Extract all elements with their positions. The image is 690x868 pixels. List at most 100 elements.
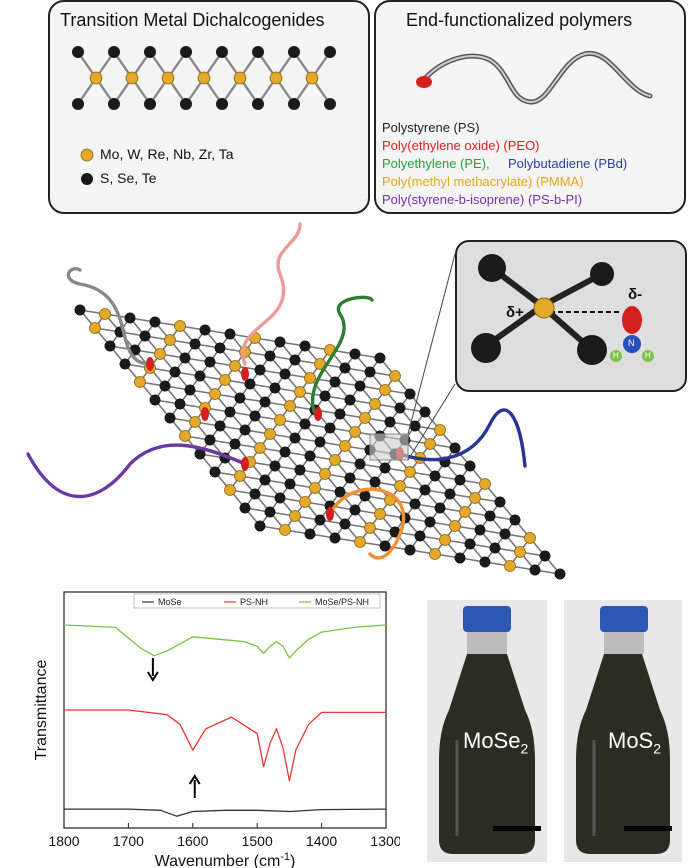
chalcogen-atom [209,466,221,478]
metal-atom [479,478,491,490]
metal-atom [429,548,441,560]
x-tick-label: 1600 [177,833,208,849]
polymer-ps-b-pi: Poly(styrene-b-isoprene) (PS-b-PI) [382,192,583,207]
chalcogen-atom [529,564,541,576]
chalcogen-atom [164,412,176,424]
chalcogen-atom [474,524,486,536]
chalcogen-atom [494,496,506,508]
nitrogen-label: N [628,338,635,348]
tmd-lattice-illustration [72,46,336,110]
chalcogen-atom [314,514,326,526]
chalcogen-atom [279,368,291,380]
chalcogen-atom [124,312,136,324]
chalcogen-atom [294,464,306,476]
chalcogen-atom [454,552,466,564]
chalcogen-atom [119,358,131,370]
chalcogen-atom [104,340,116,352]
ps-chain [66,267,152,366]
metal-atom [504,560,516,572]
mose2-dispersion-photo: MoSe2 [427,600,547,862]
chalcogen-atom [379,540,391,552]
chalcogen-atom [419,406,431,418]
chalcogen-atom [189,338,201,350]
polymer-panel-title: End-functionalized polymers [406,10,633,30]
metal-atom [209,388,221,400]
metal-atom [389,370,401,382]
chalcogen-atom [354,458,366,470]
metal-atom [309,482,321,494]
chalcogen-atom [269,460,281,472]
chalcogen-atom [359,490,371,502]
metal-atom [164,334,176,346]
chalcogen-atom [409,498,421,510]
metal-atom [174,320,186,332]
metal-atom [434,424,446,436]
metal-atom [449,520,461,532]
chalcogen-atom [434,502,446,514]
chalcogen-atom [304,528,316,540]
chalcogen-atom [264,350,276,362]
chalcogen-atom [249,488,261,500]
x-tick-label: 1400 [306,833,337,849]
zoom-line-bottom [407,383,456,461]
chalcogen-atom [449,442,461,454]
mos2-label: MoS2 [608,728,662,757]
chalcogen-atom [404,544,416,556]
x-tick-label: 1700 [113,833,144,849]
annotation-arrow-down-head [147,671,159,682]
chalcogen-atom [324,422,336,434]
chalcogen-atom [169,366,181,378]
mos2-bottle-illustration [564,600,682,862]
chalcogen-atom [464,460,476,472]
chalcogen-atom [339,518,351,530]
metal-atom [369,398,381,410]
chalcogen-atom [384,416,396,428]
x-axis-label: Wavenumber (cm-1) [155,851,296,868]
chalcogen-atom [289,354,301,366]
metal-atom [289,510,301,522]
legend-label-2: MoSe/PS-NH [315,597,369,607]
metal-atom-icon [80,148,94,162]
chalcogen-atom [479,556,491,568]
chalcogen-atom [499,528,511,540]
chalcogen-atom [249,410,261,422]
metal-atom [459,506,471,518]
series-line-0 [64,808,387,817]
metal-atom [229,360,241,372]
chalcogen-atom [304,450,316,462]
metal-atom [189,416,201,428]
metal-atom [179,430,191,442]
polymer-pbd: Polybutadiene (PBd) [508,156,628,171]
chalcogen-atom [269,382,281,394]
chalcogen-atom [149,316,161,328]
mos2-dispersion-photo: MoS2 [564,600,682,862]
metal-atom [339,440,351,452]
metal-atom [329,454,341,466]
chalcogen-atom [394,402,406,414]
chalcogen-atom [264,506,276,518]
legend-box [133,593,381,609]
chalcogen-atom [354,380,366,392]
chalcogen-atom [319,390,331,402]
chalcogen-atom [329,532,341,544]
tmd-panel-title: Transition Metal Dichalcogenides [60,10,325,30]
chalcogen-atom [299,340,311,352]
chalcogen-atom [279,446,291,458]
hydrogen-right-label: H [645,351,651,360]
chalcogen-atom [274,492,286,504]
chalcogen-atom [239,502,251,514]
dipole-interaction-diagram [471,254,654,365]
zoom-line-top [407,253,456,435]
polymer-pe: Polyethylene (PE), [382,156,490,171]
tmd-panel [48,0,370,214]
chalcogen-atom [344,394,356,406]
chalcogen-atom [464,538,476,550]
metal-atom [99,308,111,320]
chalcogen-atom [424,516,436,528]
peo-chain [241,222,302,366]
chalcogen-atom [344,472,356,484]
metal-atom [89,322,101,334]
metal-atom [254,442,266,454]
chalcogen-atom [184,384,196,396]
chalcogen-atom [289,432,301,444]
